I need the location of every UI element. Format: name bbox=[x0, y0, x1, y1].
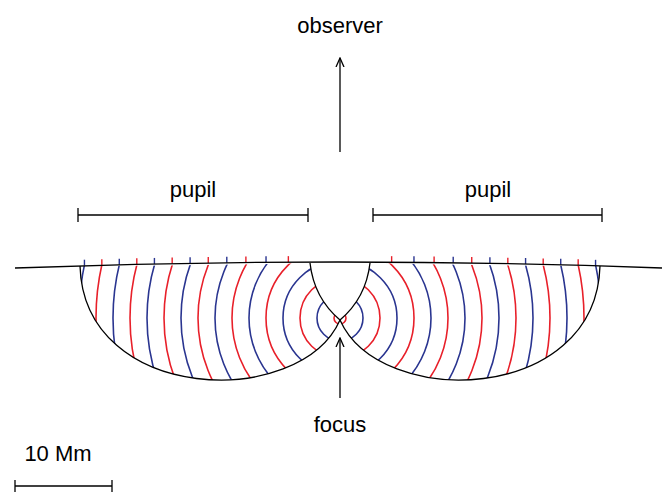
surface-tick bbox=[543, 258, 544, 264]
surface-tick bbox=[453, 257, 454, 263]
surface-tick bbox=[577, 259, 578, 265]
focus-arrow bbox=[339, 338, 340, 398]
wavefronts bbox=[62, 40, 618, 496]
scale-bar bbox=[15, 480, 112, 492]
surface-tick bbox=[119, 259, 120, 265]
surface-tick bbox=[560, 259, 561, 265]
surface-tick bbox=[171, 258, 172, 264]
wavefront bbox=[181, 159, 499, 477]
surface-tick bbox=[154, 258, 155, 264]
wavefront bbox=[164, 142, 516, 494]
surface-tick bbox=[226, 257, 227, 263]
surface-tick bbox=[84, 260, 85, 266]
surface-tick bbox=[189, 257, 190, 263]
wavefront bbox=[198, 176, 482, 460]
surface-tick bbox=[208, 257, 209, 263]
surface-tick bbox=[433, 257, 434, 263]
surface-tick bbox=[507, 258, 508, 264]
right-bowl bbox=[340, 263, 600, 380]
pupil-brackets bbox=[78, 208, 602, 222]
solar-surface bbox=[15, 262, 662, 268]
wavefront bbox=[232, 210, 448, 426]
pupil-label: pupil bbox=[170, 178, 216, 202]
surface-tick bbox=[391, 256, 392, 262]
surface-tick bbox=[265, 256, 266, 262]
wavefront bbox=[334, 312, 346, 324]
wavefront bbox=[215, 193, 465, 443]
observer-arrow bbox=[339, 58, 340, 152]
scale-label: 10 Mm bbox=[24, 442, 91, 466]
focus-label: focus bbox=[314, 413, 367, 437]
surface-tick bbox=[101, 259, 102, 265]
surface-tick bbox=[471, 257, 472, 263]
surface-tick bbox=[595, 260, 596, 266]
wavefront bbox=[79, 57, 601, 496]
pupil-label: pupil bbox=[465, 178, 511, 202]
surface-tick bbox=[136, 258, 137, 264]
surface-tick bbox=[525, 258, 526, 264]
observer-label: observer bbox=[297, 14, 383, 38]
left-bowl bbox=[80, 263, 340, 380]
wavefront bbox=[130, 108, 550, 496]
surface-tick bbox=[413, 256, 414, 262]
wavefront bbox=[249, 227, 431, 409]
wavefront bbox=[147, 125, 533, 496]
wavefront bbox=[62, 40, 618, 496]
surface-tick bbox=[489, 257, 490, 263]
surface-tick bbox=[288, 256, 289, 262]
surface-tick bbox=[245, 256, 246, 262]
